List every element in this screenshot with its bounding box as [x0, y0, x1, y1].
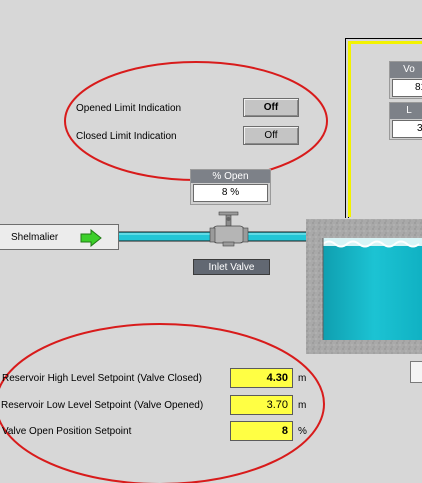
source-shelmalier-box[interactable]: Shelmalier [0, 224, 119, 250]
valve-open-position-setpoint-label: Valve Open Position Setpoint [2, 426, 132, 437]
tank-info-box [410, 361, 422, 383]
arrow-right-icon [80, 229, 102, 247]
volume-card: Vo 81 [389, 61, 422, 99]
high-level-setpoint-input[interactable]: 4.30 [230, 368, 293, 388]
level-card-header: L [390, 103, 422, 119]
volume-card-header: Vo [390, 62, 422, 78]
high-level-setpoint-unit: m [298, 373, 307, 384]
valve-open-value: 8 % [193, 184, 268, 202]
inlet-valve-label-box: Inlet Valve [193, 259, 270, 275]
level-card: L 3 [389, 102, 422, 140]
valve-icon [209, 211, 249, 247]
valve-open-header: % Open [191, 170, 270, 183]
opened-limit-label: Opened Limit Indication [76, 103, 182, 114]
level-card-value: 3 [392, 120, 422, 138]
source-label: Shelmalier [11, 232, 59, 243]
valve-open-position-setpoint-input[interactable]: 8 [230, 421, 293, 441]
valve-open-card: % Open 8 % [190, 169, 271, 205]
tank-water [323, 244, 422, 340]
valve-open-position-setpoint-unit: % [298, 426, 307, 437]
opened-limit-indicator: Off [243, 98, 299, 117]
closed-limit-indicator: Off [243, 126, 299, 145]
low-level-setpoint-input[interactable]: 3.70 [230, 395, 293, 415]
inlet-valve-label: Inlet Valve [208, 262, 255, 273]
low-level-setpoint-label: Reservoir Low Level Setpoint (Valve Open… [1, 400, 204, 411]
volume-card-value: 81 [392, 79, 422, 97]
low-level-setpoint-unit: m [298, 400, 307, 411]
tank-frame [345, 38, 422, 218]
closed-limit-label: Closed Limit Indication [76, 131, 177, 142]
high-level-setpoint-label: Reservoir High Level Setpoint (Valve Clo… [2, 373, 202, 384]
